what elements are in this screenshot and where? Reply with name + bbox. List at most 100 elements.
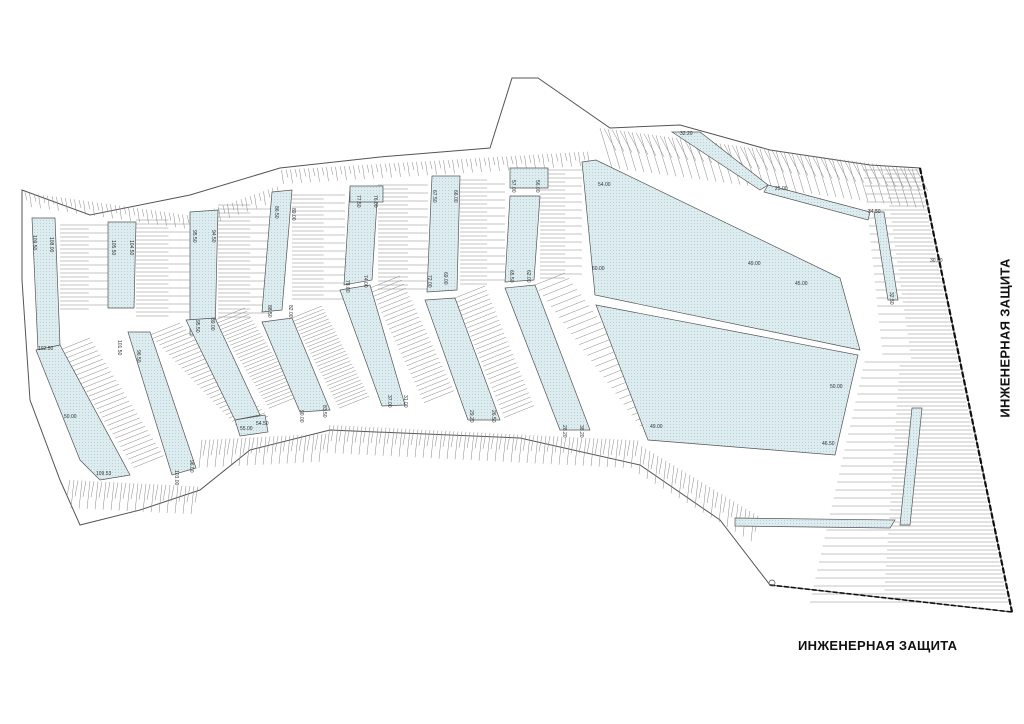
hatch-line — [478, 432, 483, 461]
terrace-pad — [670, 131, 769, 191]
hatch-line — [249, 195, 253, 205]
hatch-line — [354, 426, 359, 443]
hatch-line — [107, 413, 138, 426]
hatch-line — [241, 351, 273, 365]
elevation-mark: 90.00 — [298, 410, 304, 423]
hatch-line — [91, 388, 122, 401]
hatch-line — [366, 164, 370, 173]
hatch-line — [450, 431, 455, 448]
elevation-mark: 56.00 — [534, 180, 540, 193]
hatch-line — [114, 482, 119, 499]
hatch-line — [296, 315, 328, 328]
hatch-line — [239, 348, 271, 362]
hatch-line — [747, 147, 761, 170]
hatch-line — [530, 435, 535, 452]
hatch-line — [722, 496, 727, 513]
terrace-pad — [581, 159, 861, 351]
hatch-line — [759, 148, 773, 189]
hatch-line — [671, 137, 685, 178]
hatch-line — [198, 439, 203, 468]
hatch-line — [603, 128, 617, 151]
hatch-line — [714, 491, 719, 508]
hatch-line — [379, 296, 410, 309]
hatch-line — [73, 358, 104, 372]
hatch-line — [210, 439, 215, 456]
hatch-line — [65, 198, 68, 213]
hatch-line — [470, 324, 501, 337]
hatch-line — [623, 131, 637, 172]
hatch-line — [510, 434, 515, 463]
elevation-mark: 86.50 — [273, 206, 279, 219]
hatch-line — [690, 477, 695, 494]
elevation-mark: 72.00 — [426, 275, 432, 288]
hatch-line — [551, 153, 554, 168]
hatch-line — [646, 450, 651, 480]
hatch-line — [122, 482, 127, 499]
hatch-line — [411, 162, 415, 171]
hatch-line — [662, 460, 667, 489]
elevation-mark: 54.50 — [256, 421, 269, 427]
hatch-line — [550, 436, 555, 465]
hatch-line — [96, 202, 100, 211]
hatch-line — [230, 332, 261, 346]
hatch-line — [443, 160, 446, 175]
hatch-line — [242, 437, 247, 454]
hatch-line — [610, 439, 615, 456]
hatch-line — [112, 421, 143, 435]
hatch-line — [583, 337, 614, 351]
hatch-line — [763, 149, 777, 172]
hatch-line — [78, 199, 82, 209]
elevation-mark: 104.50 — [128, 240, 134, 256]
hatch-line — [175, 349, 206, 362]
elevation-mark: 66.00 — [452, 190, 458, 203]
hatch-line — [218, 206, 221, 222]
hatch-line — [374, 427, 379, 456]
hatch-line — [462, 431, 467, 460]
elevation-mark: 49.00 — [650, 424, 663, 430]
hatch-line — [98, 481, 103, 498]
hatch-line — [518, 434, 523, 463]
hatch-line — [344, 166, 347, 181]
hatch-line — [96, 396, 127, 410]
hatch-line — [228, 329, 259, 343]
hatch-line — [158, 484, 163, 513]
terrace-pad — [734, 517, 896, 529]
hatch-line — [863, 162, 877, 203]
hatch-line — [298, 434, 303, 451]
hatch-line — [162, 484, 167, 501]
hatch-line — [554, 436, 559, 453]
hatch-line — [290, 169, 293, 184]
hatch-line — [575, 327, 606, 340]
elevation-mark: 34.50 — [868, 209, 881, 215]
hatch-line — [153, 326, 184, 339]
hatch-line — [362, 426, 367, 443]
hatch-line — [227, 203, 230, 218]
elevation-mark: 95.50 — [191, 230, 197, 243]
hatch-line — [486, 432, 491, 462]
hatch-line — [606, 438, 611, 468]
hatch-line — [501, 156, 505, 165]
hatch-line — [293, 308, 324, 322]
hatch-line — [454, 431, 459, 460]
hatch-line — [528, 154, 532, 164]
hatch-line — [222, 205, 226, 214]
hatch-line — [245, 358, 276, 371]
hatch-line — [534, 435, 539, 464]
elevation-mark: 30.00 — [930, 258, 943, 264]
hatch-line — [698, 482, 703, 499]
hatch-line — [524, 155, 527, 170]
hatch-line — [426, 429, 431, 447]
hatch-line — [282, 435, 287, 452]
hatch-line — [130, 483, 135, 500]
hatch-line — [86, 480, 91, 510]
hatch-line — [481, 349, 512, 363]
hatch-line — [465, 158, 469, 167]
elevation-mark: 50.00 — [64, 414, 77, 420]
hatch-line — [663, 136, 677, 177]
hatch-line — [29, 193, 32, 208]
hatch-line — [402, 428, 407, 445]
hatch-line — [522, 434, 527, 451]
hatch-line — [226, 438, 231, 455]
hatch-line — [474, 432, 479, 449]
hatch-line — [452, 159, 455, 174]
